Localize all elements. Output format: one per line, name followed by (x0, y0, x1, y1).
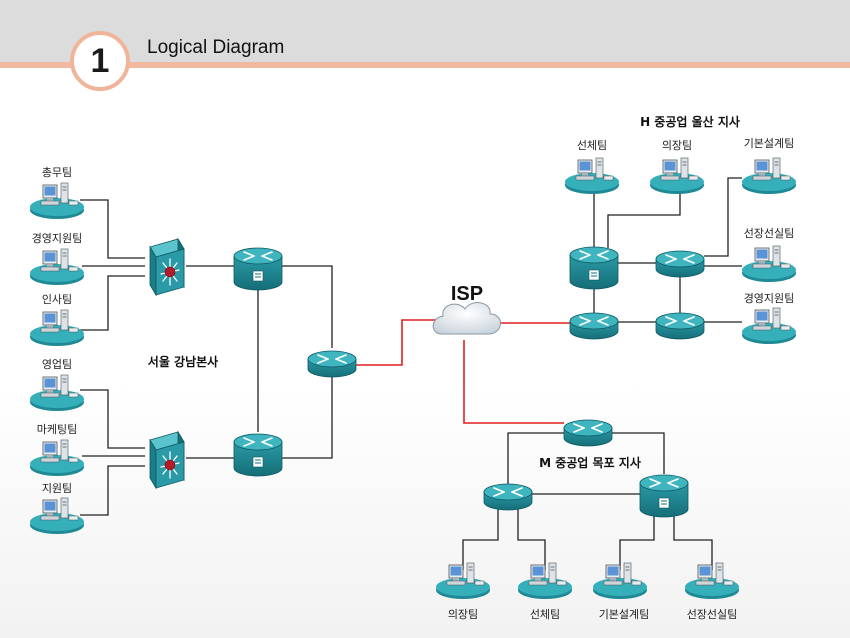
pc-mokpo-3[interactable] (592, 562, 648, 600)
pc-seoul-3[interactable] (29, 309, 85, 347)
link-ulsan-team-3 (704, 177, 742, 257)
seoul-l3-switch-1[interactable] (233, 247, 283, 291)
seoul-team-label: 총무팀 (42, 166, 72, 179)
ulsan-l3-switch[interactable] (569, 246, 619, 290)
pc-mokpo-1[interactable] (435, 562, 491, 600)
link-seoul-team-1 (80, 199, 145, 259)
seoul-l3-switch-2[interactable] (233, 433, 283, 477)
slide-title: Logical Diagram (147, 37, 285, 58)
link-seoul-team-4 (80, 389, 145, 449)
ulsan-team-label: 경영지원팀 (744, 292, 795, 305)
link-seoul-team-6 (80, 465, 145, 516)
links (80, 177, 742, 570)
pc-mokpo-2[interactable] (517, 562, 573, 600)
ulsan-router-1[interactable] (655, 250, 705, 278)
link-mokpo-team-1 (462, 508, 499, 570)
pc-seoul-5[interactable] (29, 439, 85, 477)
seoul-switch-2[interactable] (149, 431, 185, 489)
site-ulsan: H 중공업 울산 지사 선체팀 의장팀 기본설계팀 선장선실팀 경영지원팀 (564, 114, 797, 345)
seoul-router[interactable] (307, 350, 357, 378)
mokpo-router-top[interactable] (563, 419, 613, 447)
isp-cloud[interactable]: ISP (432, 283, 501, 335)
seoul-team-label: 인사팀 (42, 293, 72, 306)
mokpo-router-left[interactable] (483, 483, 533, 511)
ulsan-team-label: 의장팀 (662, 139, 692, 152)
pc-ulsan-4[interactable] (741, 245, 797, 283)
seoul-site-label: 서울 강남본사 (148, 354, 218, 369)
slide-number: 1 (90, 41, 110, 80)
mokpo-site-label: M 중공업 목포 지사 (539, 455, 641, 470)
pc-seoul-2[interactable] (29, 248, 85, 286)
seoul-team-label: 경영지원팀 (32, 232, 83, 245)
mokpo-team-label: 선체팀 (530, 608, 560, 621)
pc-ulsan-1[interactable] (564, 157, 620, 195)
link-mokpo-top-left (507, 432, 564, 484)
mokpo-team-label: 의장팀 (448, 608, 478, 621)
ulsan-team-label: 기본설계팀 (744, 137, 795, 150)
header-bar (0, 0, 850, 62)
ulsan-team-label: 선장선실팀 (744, 227, 795, 240)
ulsan-router-3[interactable] (655, 312, 705, 340)
wan-link-seoul-isp (356, 319, 442, 366)
pc-seoul-6[interactable] (29, 497, 85, 535)
link-seoul-l3b-router (282, 376, 333, 459)
header-stripe (0, 62, 850, 68)
seoul-switch-1[interactable] (149, 238, 185, 296)
mokpo-l3-switch[interactable] (639, 474, 689, 518)
isp-label: ISP (451, 283, 483, 305)
link-mokpo-team-4 (673, 515, 713, 570)
ulsan-team-label: 선체팀 (577, 139, 607, 152)
pc-ulsan-5[interactable] (741, 307, 797, 345)
link-mokpo-top-right (612, 432, 665, 474)
wan-link-isp-mokpo (463, 340, 564, 424)
link-mokpo-team-2 (517, 508, 546, 570)
link-seoul-l3a-router (282, 265, 333, 348)
link-seoul-team-3 (80, 275, 145, 331)
mokpo-team-label: 선장선실팀 (687, 608, 738, 621)
ulsan-router-2[interactable] (569, 312, 619, 340)
pc-ulsan-3[interactable] (741, 157, 797, 195)
pc-ulsan-2[interactable] (649, 157, 705, 195)
link-ulsan-team-2 (607, 192, 681, 248)
wan-links (356, 319, 570, 424)
pc-seoul-1[interactable] (29, 182, 85, 220)
site-mokpo: M 중공업 목포 지사 의장팀 선체팀 기본설계팀 선장선실팀 (435, 419, 740, 621)
pc-mokpo-4[interactable] (684, 562, 740, 600)
seoul-team-label: 영업팀 (42, 358, 72, 371)
seoul-team-label: 마케팅팀 (37, 423, 77, 436)
mokpo-team-label: 기본설계팀 (599, 608, 650, 621)
ulsan-site-label: H 중공업 울산 지사 (640, 114, 740, 129)
link-mokpo-team-3 (619, 515, 655, 570)
pc-seoul-4[interactable] (29, 374, 85, 412)
site-seoul: 총무팀 경영지원팀 인사팀 영업팀 마케팅팀 지원팀 서울 강남본사 (29, 166, 357, 535)
seoul-team-label: 지원팀 (42, 482, 72, 495)
slide-number-badge: 1 (70, 31, 130, 91)
